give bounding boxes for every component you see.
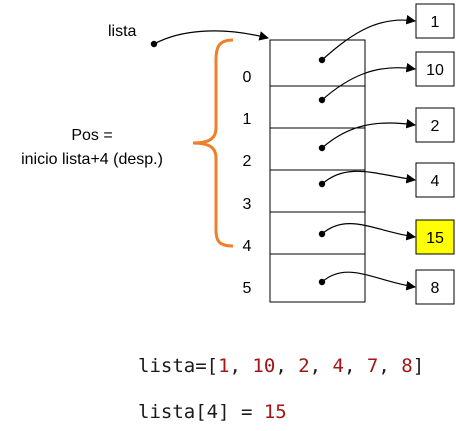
- pointer-arrow-2: [321, 118, 416, 149]
- offset-note-line1: Pos =: [71, 127, 112, 144]
- orange-brace: [192, 38, 234, 248]
- index-label-2: 2: [243, 153, 252, 170]
- pointer-arrow-0: [321, 14, 416, 61]
- code-separator: ,: [310, 355, 333, 377]
- code-text: ]: [413, 355, 424, 377]
- value-box: [415, 107, 455, 143]
- code-line-index: lista[4] = 15: [138, 401, 287, 423]
- value-box: [415, 3, 455, 39]
- array-block: [269, 39, 366, 303]
- code-separator: ,: [230, 355, 253, 377]
- code-separator: ,: [378, 355, 401, 377]
- value-label-4: 15: [426, 230, 444, 247]
- code-number: 10: [252, 355, 275, 377]
- value-label-1: 10: [426, 62, 444, 79]
- code-line-list: lista=[1, 10, 2, 4, 7, 8]: [138, 355, 424, 377]
- pointer-arrow-3: [321, 170, 416, 185]
- pointer-arrow-5: [321, 271, 416, 291]
- code-number: 8: [401, 355, 412, 377]
- value-box: [415, 51, 455, 87]
- value-label-3: 4: [431, 173, 440, 190]
- pointer-layer: [318, 14, 416, 291]
- value-label-2: 2: [431, 118, 440, 135]
- index-label-3: 3: [243, 196, 252, 213]
- index-label-4: 4: [243, 238, 252, 255]
- value-box: [415, 269, 455, 305]
- value-boxes: 1 10 2 4 15 8: [415, 3, 455, 305]
- pointer-arrow-1: [321, 62, 416, 101]
- index-label-0: 0: [243, 69, 252, 86]
- code-text: lista[4] =: [138, 401, 264, 423]
- code-separator: ,: [344, 355, 367, 377]
- pointer-arrow-lista: [153, 30, 269, 45]
- value-label-5: 8: [431, 280, 440, 297]
- code-number: 2: [298, 355, 309, 377]
- array-outline: [269, 39, 366, 303]
- value-box: [415, 162, 455, 198]
- code-number: 7: [367, 355, 378, 377]
- index-label-1: 1: [243, 111, 252, 128]
- code-text: lista=[: [138, 355, 218, 377]
- value-label-0: 1: [431, 14, 440, 31]
- variable-label: lista: [108, 23, 137, 40]
- pointer-arrow-4: [321, 223, 416, 241]
- index-label-5: 5: [243, 280, 252, 297]
- offset-note-line2: inicio lista+4 (desp.): [21, 151, 163, 168]
- code-number: 1: [218, 355, 229, 377]
- code-number: 4: [333, 355, 344, 377]
- value-box-highlighted: [415, 219, 455, 255]
- code-separator: ,: [275, 355, 298, 377]
- code-number: 15: [264, 401, 287, 423]
- index-column: 0 1 2 3 4 5: [243, 69, 252, 297]
